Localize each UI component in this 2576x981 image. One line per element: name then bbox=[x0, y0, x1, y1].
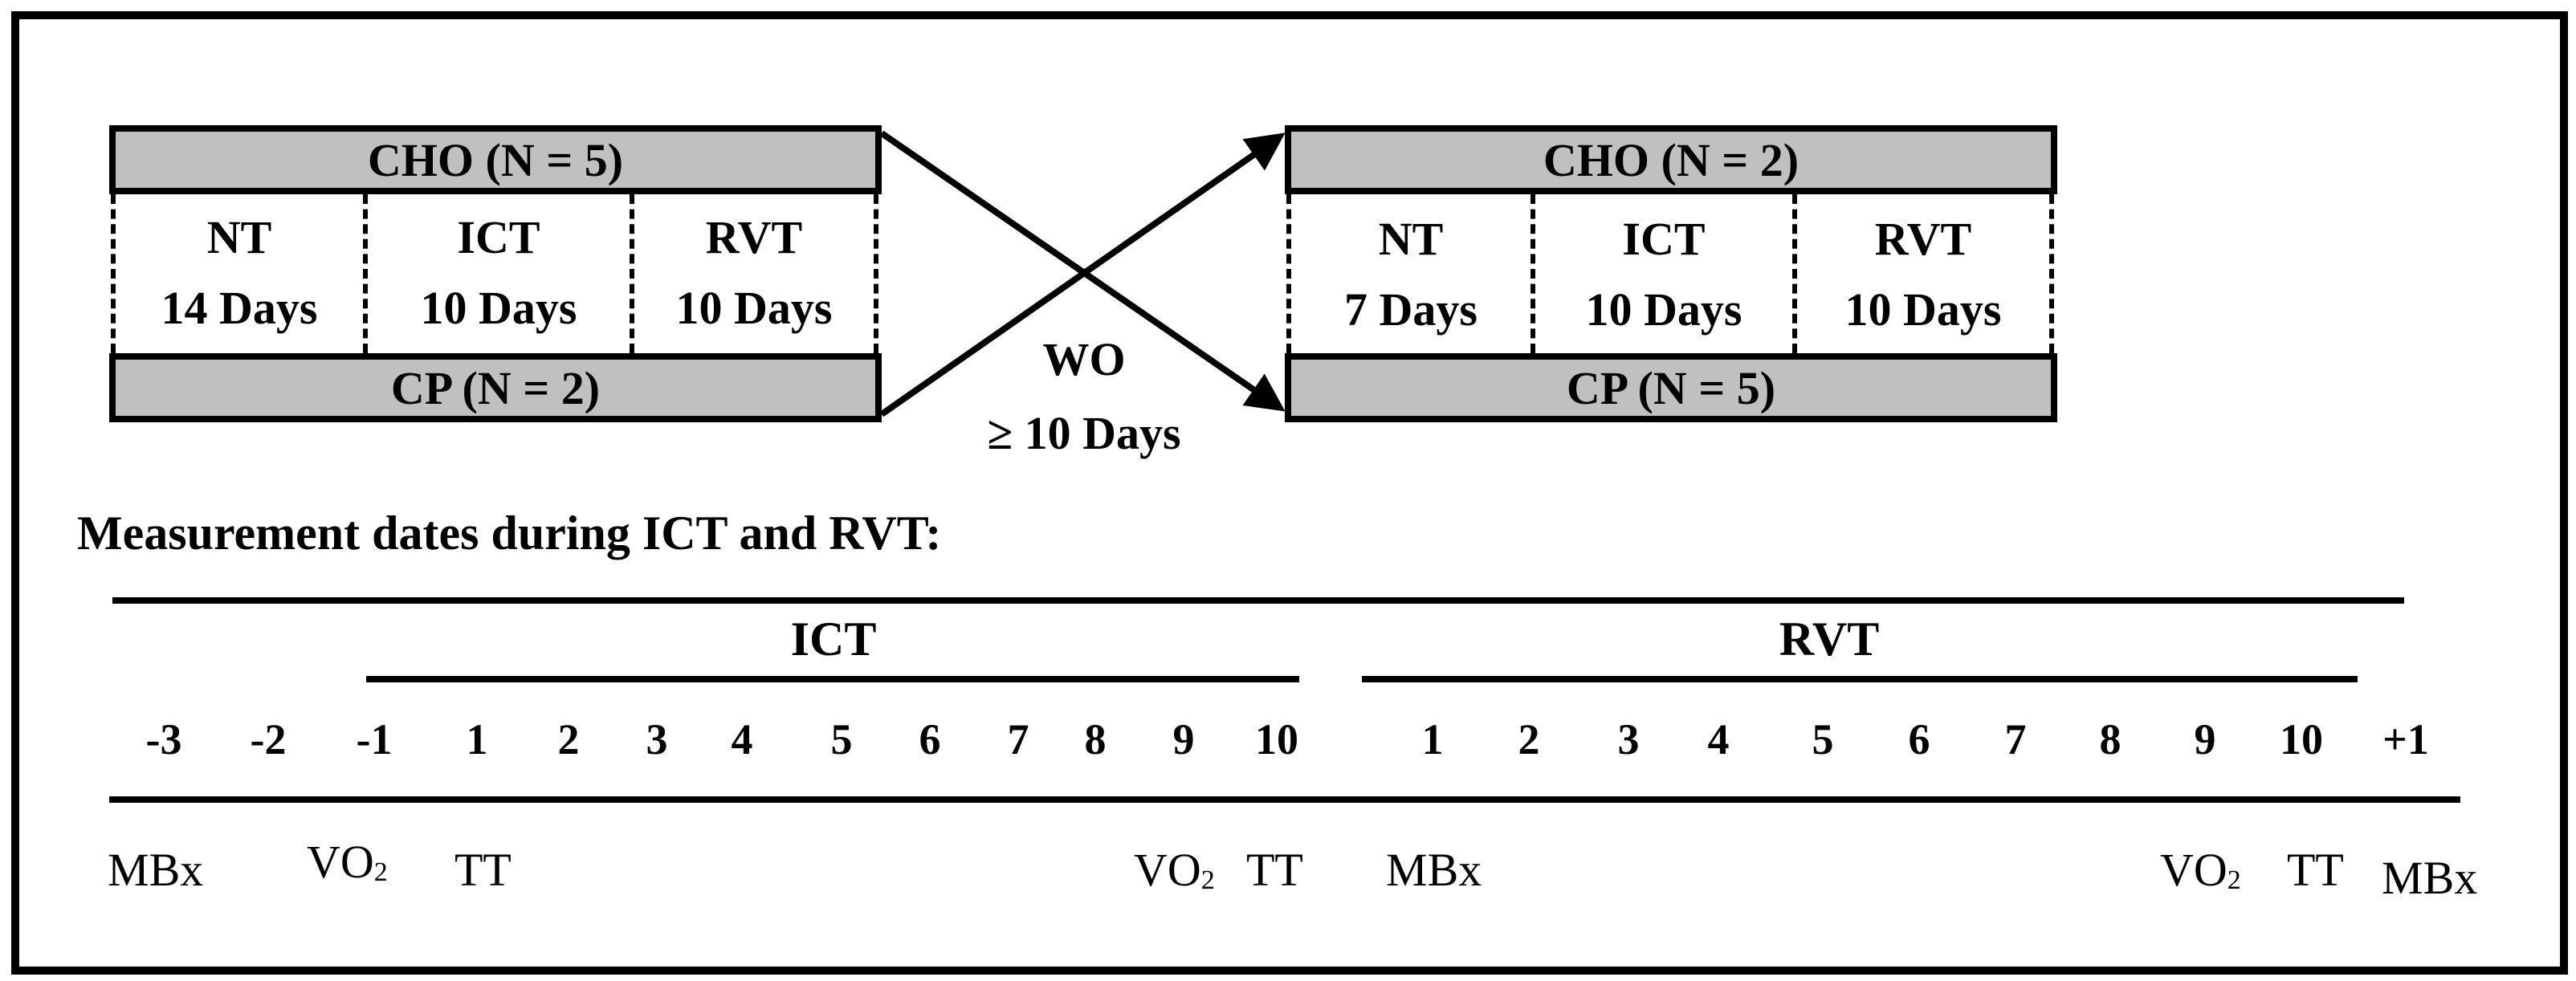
left-bottom-group-bar: CP (N = 2) bbox=[109, 353, 882, 422]
ict-day-label: 1 bbox=[466, 715, 488, 763]
measurement-vo2-ict-start: VO2 bbox=[307, 836, 388, 888]
left-bottom-group-label: CP (N = 2) bbox=[390, 361, 601, 414]
right-phase-nt-name: NT bbox=[1378, 213, 1444, 265]
measurement-tt-ict-start: TT bbox=[454, 844, 512, 896]
ict-day-label: 6 bbox=[919, 715, 941, 763]
ict-day-label: 9 bbox=[1172, 715, 1195, 763]
measurement-mbx-rvt-start: MBx bbox=[1386, 844, 1482, 896]
left-divider-edge-right bbox=[874, 194, 878, 353]
rvt-day-label: 4 bbox=[1707, 715, 1730, 763]
ict-segment-rule bbox=[366, 676, 1299, 682]
left-phase-nt-name: NT bbox=[206, 211, 272, 263]
rvt-day-label: 1 bbox=[1421, 715, 1444, 763]
right-top-group-label: CHO (N = 2) bbox=[1543, 133, 1800, 186]
ict-day-label: 7 bbox=[1007, 715, 1029, 763]
left-phase-ict-duration: 10 Days bbox=[420, 282, 577, 334]
right-divider-edge-right bbox=[2049, 194, 2054, 353]
measurement-mbx-end: MBx bbox=[2382, 852, 2478, 904]
left-phase-ict-name: ICT bbox=[457, 211, 540, 263]
right-phase-rvt-name: RVT bbox=[1874, 213, 1972, 265]
ict-day-label: 8 bbox=[1084, 715, 1107, 763]
left-divider-edge-left bbox=[111, 194, 116, 353]
left-phase-ict: ICT 10 Days bbox=[368, 202, 630, 344]
timeline-top-rule bbox=[112, 597, 2404, 604]
measurement-tt-ict-end: TT bbox=[1246, 844, 1303, 896]
rvt-day-label: 9 bbox=[2194, 715, 2216, 763]
ict-day-label: -2 bbox=[250, 715, 287, 763]
measurement-tt-rvt-end: TT bbox=[2287, 844, 2344, 896]
right-bottom-group-label: CP (N = 5) bbox=[1566, 361, 1776, 414]
right-phase-ict-name: ICT bbox=[1622, 213, 1706, 265]
left-top-group-label: CHO (N = 5) bbox=[367, 133, 624, 186]
diagram-frame bbox=[11, 11, 2568, 975]
right-phase-rvt-duration: 10 Days bbox=[1844, 283, 2002, 336]
left-phase-rvt-duration: 10 Days bbox=[675, 282, 833, 334]
washout-name: WO bbox=[1042, 333, 1126, 385]
right-bottom-group-bar: CP (N = 5) bbox=[1285, 353, 2057, 422]
measurement-vo2-rvt-end: VO2 bbox=[2160, 844, 2241, 896]
right-divider-2 bbox=[1792, 194, 1797, 353]
rvt-day-label: 8 bbox=[2099, 715, 2122, 763]
timeline-heading: Measurement dates during ICT and RVT: bbox=[77, 507, 942, 560]
left-divider-1 bbox=[363, 194, 368, 353]
ict-day-label: 5 bbox=[830, 715, 853, 763]
right-divider-1 bbox=[1531, 194, 1535, 353]
left-phase-rvt-name: RVT bbox=[705, 211, 803, 263]
washout-label: WO ≥ 10 Days bbox=[930, 323, 1238, 470]
rvt-segment-rule bbox=[1362, 676, 2358, 682]
timeline-bottom-rule bbox=[109, 796, 2460, 803]
left-phase-nt-duration: 14 Days bbox=[161, 282, 318, 334]
rvt-day-label: 7 bbox=[2004, 715, 2027, 763]
right-phase-nt: NT 7 Days bbox=[1291, 204, 1531, 345]
rvt-day-label: 5 bbox=[1812, 715, 1834, 763]
ict-segment-label: ICT bbox=[790, 613, 877, 666]
left-top-group-bar: CHO (N = 5) bbox=[109, 125, 882, 194]
right-phase-rvt: RVT 10 Days bbox=[1797, 204, 2049, 345]
ict-day-label: 2 bbox=[557, 715, 580, 763]
left-phase-rvt: RVT 10 Days bbox=[634, 202, 874, 344]
right-phase-ict: ICT 10 Days bbox=[1535, 204, 1792, 345]
measurement-mbx-start: MBx bbox=[108, 844, 204, 896]
right-divider-edge-left bbox=[1286, 194, 1291, 353]
left-divider-2 bbox=[630, 194, 634, 353]
rvt-day-label: 6 bbox=[1908, 715, 1930, 763]
rvt-day-label: 2 bbox=[1518, 715, 1540, 763]
washout-duration: ≥ 10 Days bbox=[987, 407, 1181, 459]
right-phase-nt-duration: 7 Days bbox=[1344, 283, 1478, 336]
rvt-day-label: 3 bbox=[1617, 715, 1640, 763]
ict-day-label: 10 bbox=[1255, 715, 1298, 763]
right-top-group-bar: CHO (N = 2) bbox=[1285, 125, 2057, 194]
ict-day-label: -1 bbox=[356, 715, 393, 763]
rvt-day-label: 10 bbox=[2280, 715, 2323, 763]
measurement-vo2-ict-end: VO2 bbox=[1134, 844, 1215, 896]
ict-day-label: -3 bbox=[145, 715, 182, 763]
ict-day-label: 3 bbox=[646, 715, 668, 763]
ict-day-label: 4 bbox=[731, 715, 753, 763]
right-phase-ict-duration: 10 Days bbox=[1585, 283, 1742, 336]
rvt-day-label: +1 bbox=[2382, 715, 2429, 763]
rvt-segment-label: RVT bbox=[1779, 613, 1880, 666]
left-phase-nt: NT 14 Days bbox=[116, 202, 363, 344]
